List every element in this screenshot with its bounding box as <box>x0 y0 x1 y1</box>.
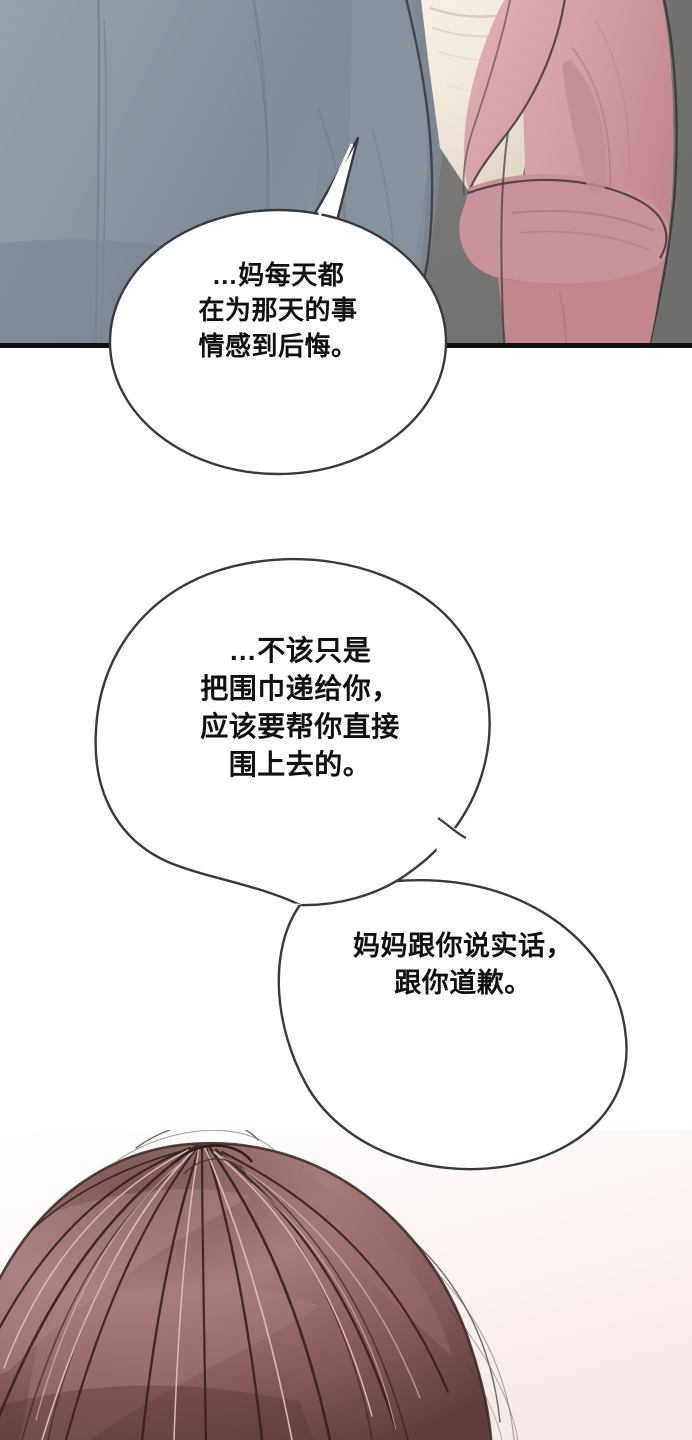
speech-bubble-text-1: …妈每天都 在为那天的事 情感到后悔。 <box>198 260 358 361</box>
comic-panel-bottom <box>0 1130 692 1440</box>
panel-bottom-artwork <box>0 1130 692 1440</box>
speech-bubble-text-2: …不该只是 把围巾递给你， 应该要帮你直接 围上去的。 <box>200 635 400 781</box>
speech-bubble-text-3: 妈妈跟你说实话， 跟你道歉。 <box>353 931 573 998</box>
